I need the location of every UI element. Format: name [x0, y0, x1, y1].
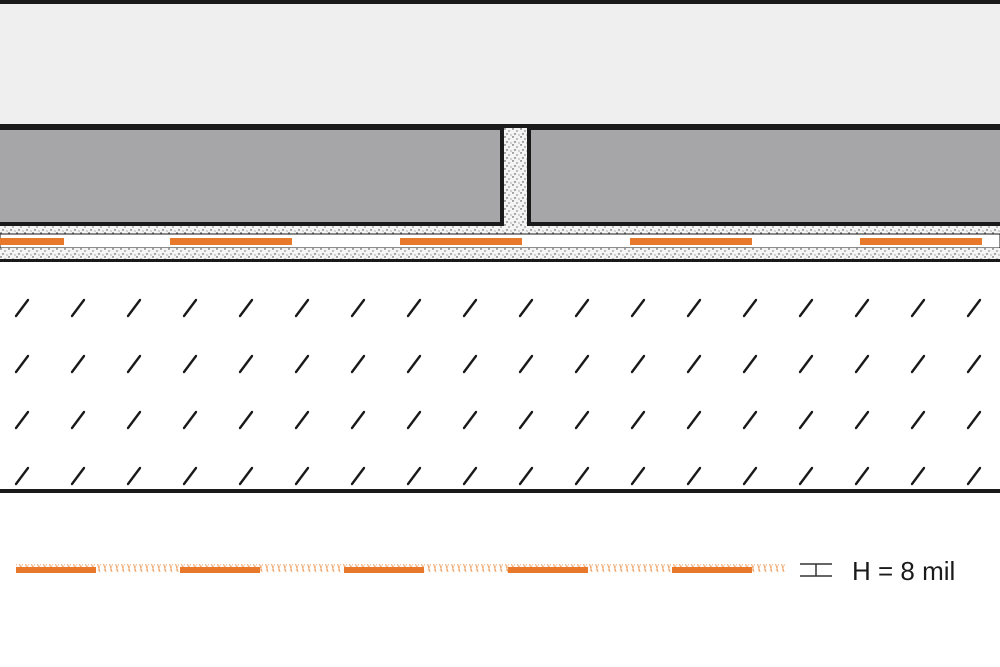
- membrane-detail: [16, 564, 786, 576]
- detail-orange-segment: [344, 567, 424, 573]
- substrate-bottom-line: [0, 489, 1000, 493]
- membrane-orange-segment: [630, 238, 752, 245]
- tile-left: [0, 126, 504, 226]
- membrane-orange-segment: [860, 238, 982, 245]
- thinset-upper: [0, 226, 1000, 234]
- membrane-layer: [0, 233, 1000, 249]
- thickness-dimension-icon: [800, 563, 832, 577]
- grout-joint: [504, 128, 527, 236]
- detail-orange-segment: [672, 567, 752, 573]
- concrete-substrate: [0, 262, 1000, 490]
- membrane-orange-segment: [170, 238, 292, 245]
- top-border: [0, 0, 1000, 4]
- top-surface-layer: [0, 4, 1000, 126]
- detail-orange-segment: [508, 567, 588, 573]
- substrate-top-line: [0, 259, 1000, 262]
- membrane-orange-segment: [0, 238, 64, 245]
- detail-orange-segment: [16, 567, 96, 573]
- tile-right: [527, 126, 1000, 226]
- membrane-orange-segment: [400, 238, 522, 245]
- thinset-lower: [0, 248, 1000, 260]
- thickness-label: H = 8 mil: [852, 556, 956, 586]
- detail-orange-segment: [180, 567, 260, 573]
